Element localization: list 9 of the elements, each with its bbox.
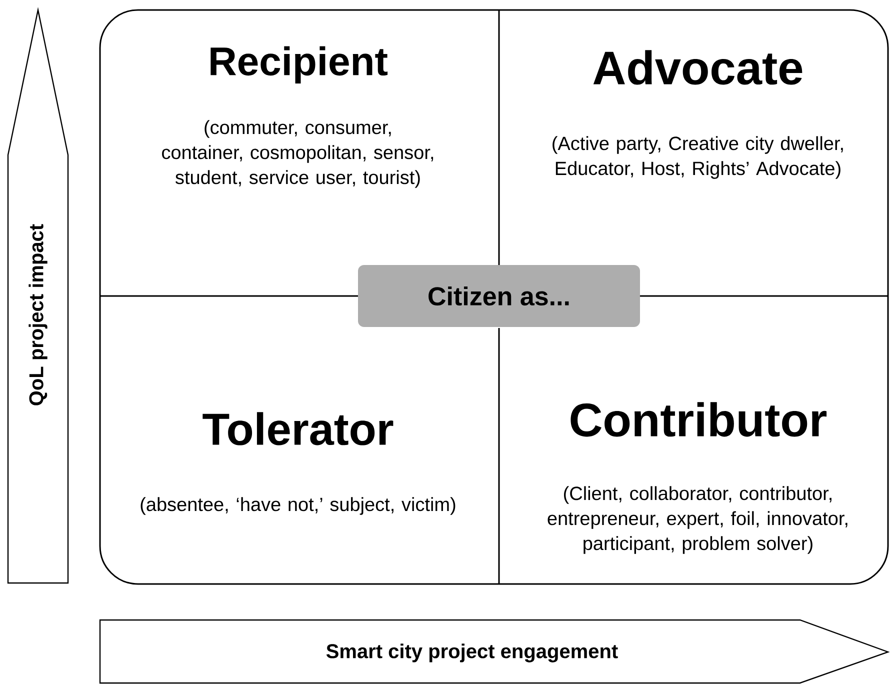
quadrant-heading: Contributor — [570, 402, 827, 437]
quadrant-heading: Advocate — [593, 50, 802, 85]
role-list: (absentee, ‘have not,’ subject, victim) — [140, 497, 456, 515]
quadrant-heading: Recipient — [210, 46, 388, 84]
role-list: (commuter, consumer, container, cosmopolitan, sensor, student, service user, tourist) — [162, 120, 434, 188]
role-list: (Active party, Creative city dweller, Educator, Host, Rights’ Advocate) — [552, 136, 843, 179]
role-list: (Client, collaborator, contributor, entrepreneur, expert, foil, innovator, participant, problem solver) — [548, 486, 848, 554]
center-label-box: Citizen as... — [358, 264, 640, 327]
quadrant-heading: Tolerator — [202, 412, 394, 446]
